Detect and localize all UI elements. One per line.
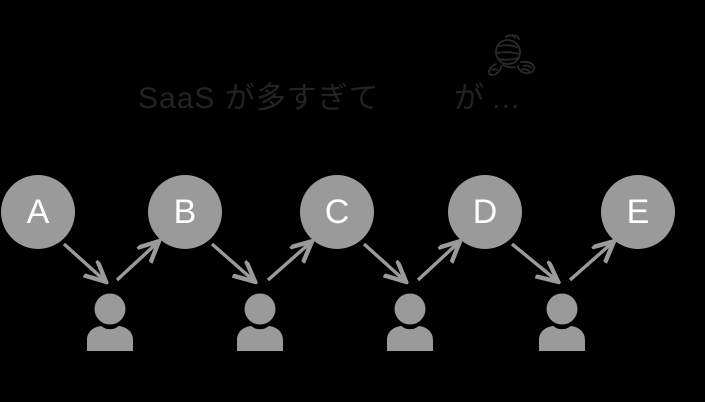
arrow-person-1-to-b xyxy=(115,243,157,282)
headline-text-before: SaaS が多すぎて xyxy=(138,82,380,115)
person-icon-4[interactable] xyxy=(535,293,589,351)
node-label-a: A xyxy=(26,193,50,231)
arrow-person-3-to-d xyxy=(416,243,458,282)
arrow-person-2-to-c xyxy=(266,243,310,282)
node-circle-c[interactable]: C xyxy=(300,175,374,249)
headline-ellipsis: … xyxy=(490,82,523,115)
person-icon-1[interactable] xyxy=(83,293,137,351)
headline-text-after: が xyxy=(453,82,485,115)
node-label-c: C xyxy=(324,193,350,231)
person-icon-3[interactable] xyxy=(383,293,437,351)
arrow-a-to-person-1 xyxy=(62,242,104,280)
arrow-c-to-person-3 xyxy=(362,242,404,280)
arrow-d-to-person-4 xyxy=(510,242,556,280)
bee-doodle-icon xyxy=(488,34,536,76)
arrow-b-to-person-2 xyxy=(210,242,253,280)
arrow-person-4-to-e xyxy=(568,243,612,282)
node-circle-d[interactable]: D xyxy=(448,175,522,249)
node-label-d: D xyxy=(472,193,498,231)
node-label-b: B xyxy=(173,193,197,231)
person-icon-2[interactable] xyxy=(233,293,287,351)
node-circle-a[interactable]: A xyxy=(1,175,75,249)
headline: SaaS が多すぎて が … xyxy=(138,82,523,116)
node-label-e: E xyxy=(626,193,650,231)
node-circle-e[interactable]: E xyxy=(601,175,675,249)
node-circle-b[interactable]: B xyxy=(148,175,222,249)
